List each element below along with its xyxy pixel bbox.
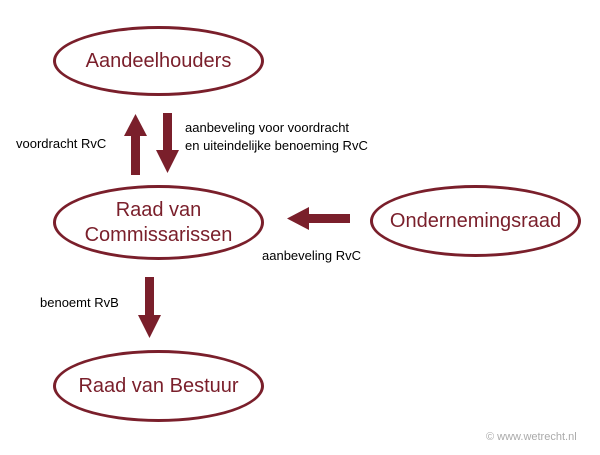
management-board-label: Raad van Bestuur: [78, 374, 239, 397]
recommendation-label: aanbeveling voor voordracht en uiteindel…: [185, 120, 368, 153]
shareholders-label: Aandeelhouders: [85, 49, 232, 72]
works-council-label: Ondernemingsraad: [389, 209, 562, 232]
management-board-node: Raad van Bestuur: [53, 350, 264, 422]
works-council-recommendation-label: aanbeveling RvC: [262, 248, 362, 263]
appoints-management-label: benoemt RvB: [40, 295, 119, 310]
supervisory-board-label: Raad van Commissarissen: [84, 198, 233, 246]
shareholders-node: Aandeelhouders: [53, 26, 264, 96]
supervisory-board-node: Raad van Commissarissen: [53, 185, 264, 260]
arrow-down-shareholders-to-board: [156, 113, 179, 173]
arrow-down-board-to-management: [138, 277, 161, 338]
copyright-watermark: © www.wetrecht.nl: [486, 431, 577, 443]
nomination-label: voordracht RvC: [16, 136, 107, 151]
arrow-left-works-council-to-board: [287, 207, 350, 230]
arrow-up-board-to-shareholders: [124, 114, 147, 175]
works-council-node: Ondernemingsraad: [370, 185, 581, 257]
